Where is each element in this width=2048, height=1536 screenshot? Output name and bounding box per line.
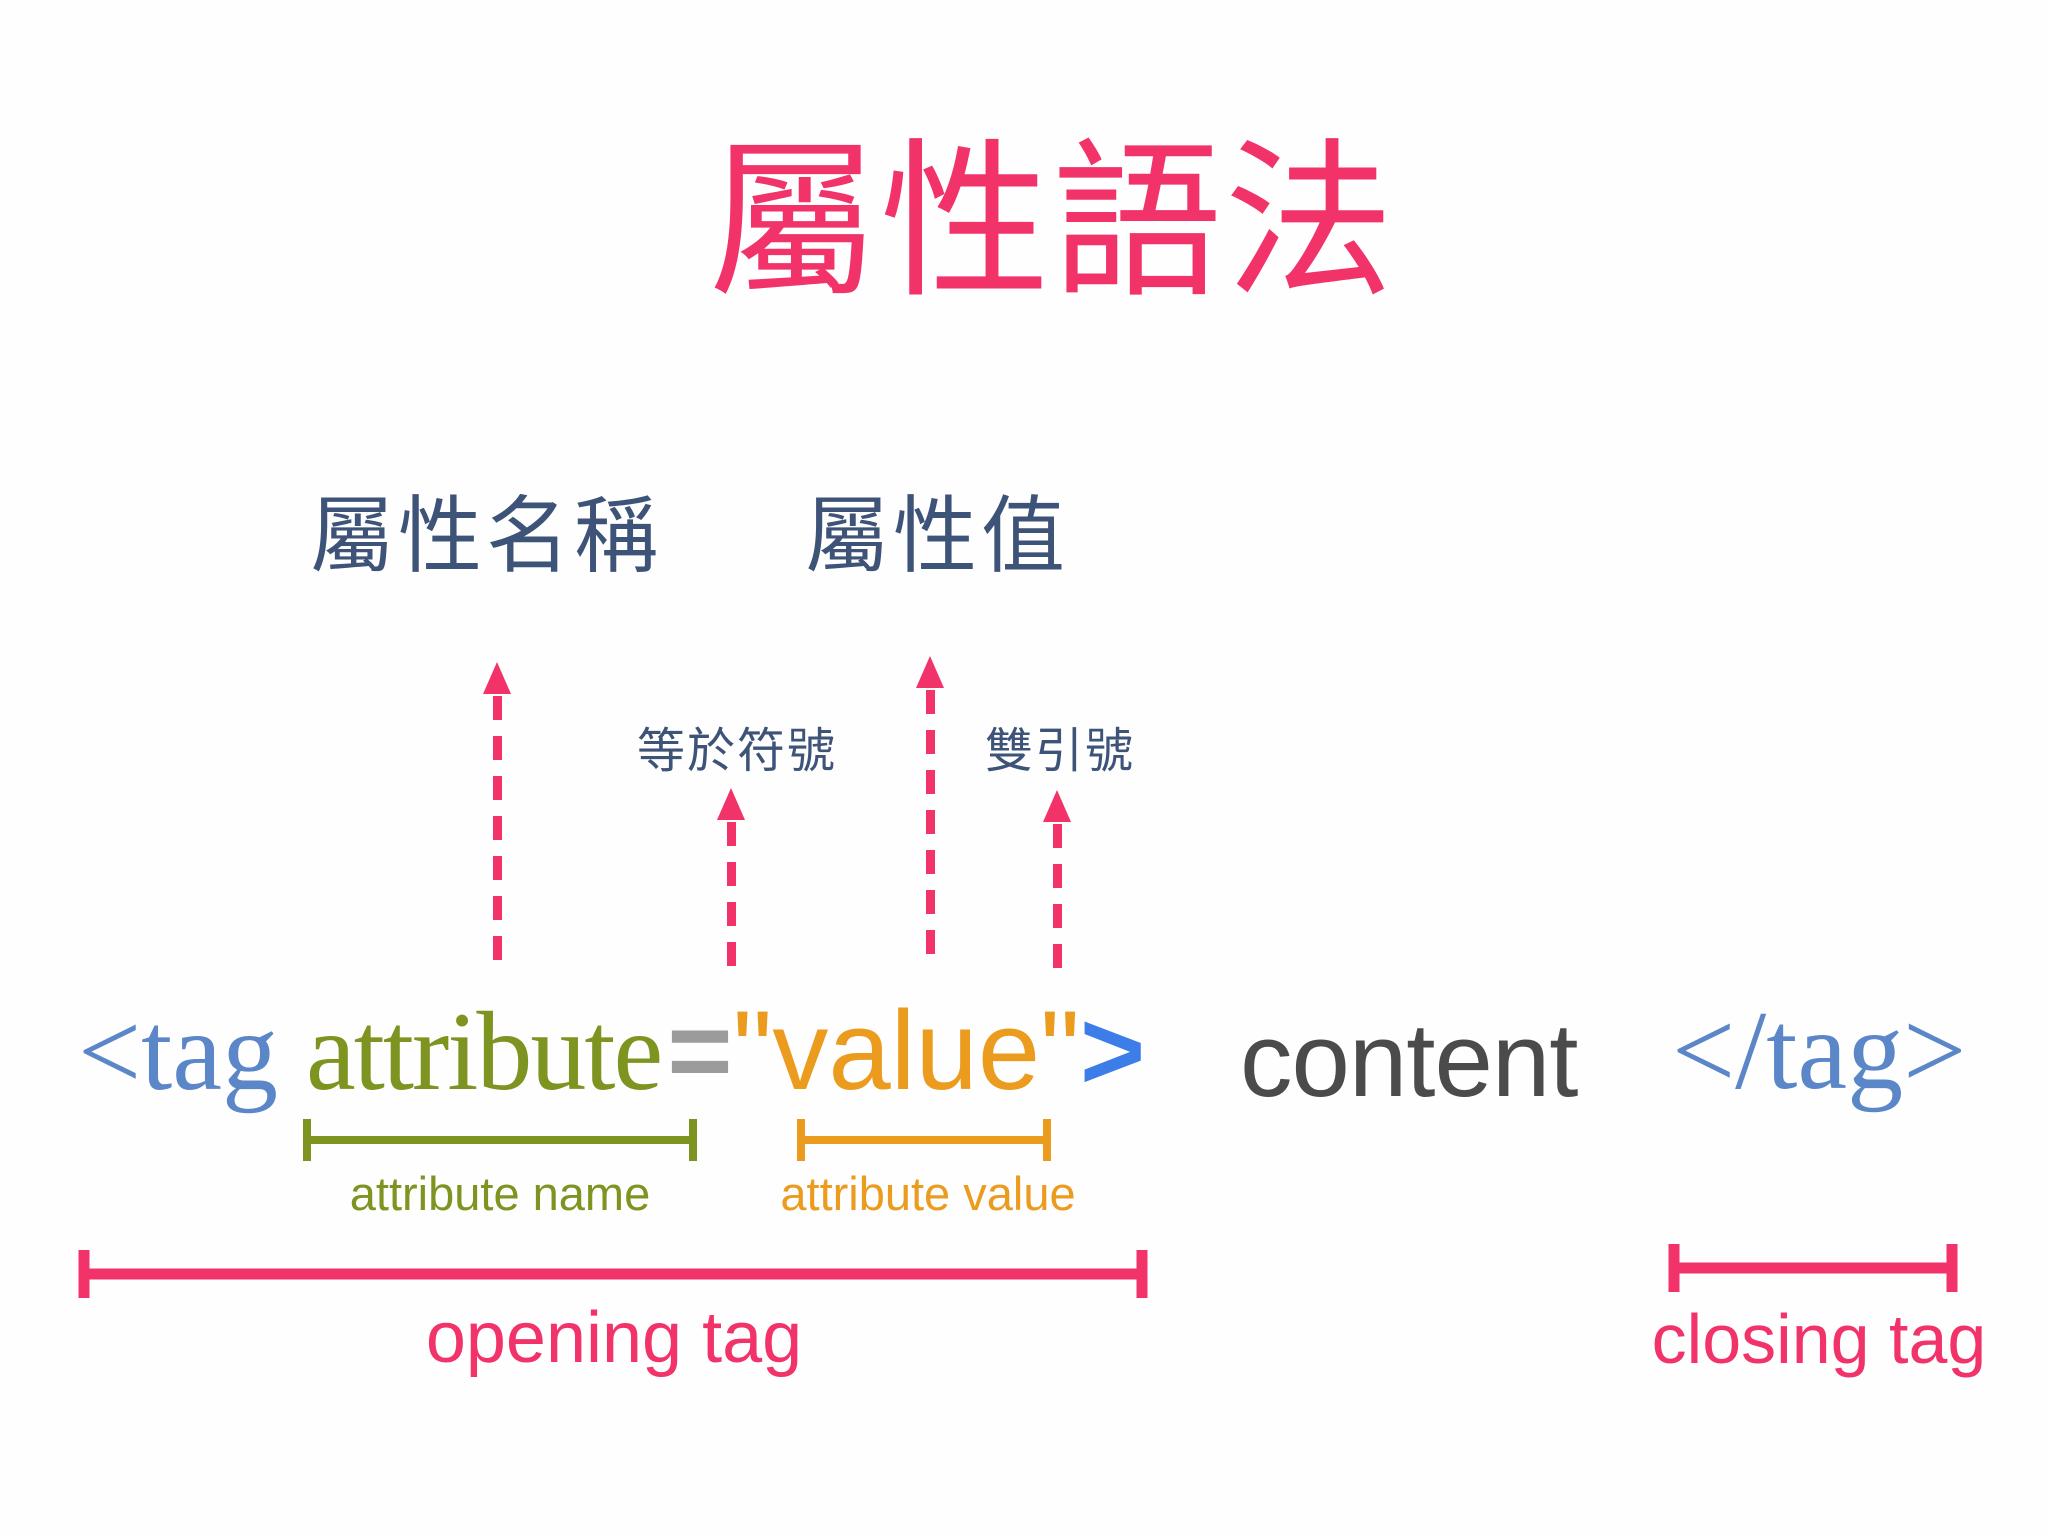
opening-tag-bracket [78,1250,1148,1298]
caption-opening-tag: opening tag [425,1298,803,1378]
label-attribute-value-cn: 屬性值 [805,489,1070,583]
dashed-line [925,690,935,962]
token-closing-tag: </tag> [1672,989,1967,1113]
caption-closing-tag: closing tag [1651,1300,1987,1378]
arrowhead-icon [1043,790,1071,822]
token-close-angle: > [1079,988,1146,1113]
arrow-to-equals-sign [717,788,745,970]
token-content: content [1240,1002,1578,1119]
dashed-line [492,696,502,960]
arrowhead-icon [916,656,944,688]
token-attribute: attribute [306,990,663,1114]
token-equals: = [667,988,733,1113]
attribute-name-bracket [303,1119,697,1161]
token-value: "value" [732,988,1080,1113]
token-opening-tag: <tag [78,990,278,1114]
closing-tag-bracket [1668,1244,1958,1292]
dashed-line [726,822,736,970]
label-equals-sign-cn: 等於符號 [637,725,838,778]
code-line: <tag attribute = "value" > [78,988,1146,1114]
caption-attribute-value: attribute value [780,1167,1076,1220]
arrowhead-icon [717,788,745,820]
arrow-to-attribute-name [483,662,511,960]
arrow-to-double-quote [1043,790,1071,970]
arrow-to-attribute-value [916,656,944,962]
attribute-value-bracket [797,1119,1051,1161]
caption-attribute-name: attribute name [349,1167,651,1220]
arrowhead-icon [483,662,511,694]
dashed-line [1052,824,1062,970]
label-double-quote-cn: 雙引號 [985,725,1136,778]
page-title: 屬性語法 [707,128,1396,318]
label-attribute-name-cn: 屬性名稱 [310,489,663,583]
